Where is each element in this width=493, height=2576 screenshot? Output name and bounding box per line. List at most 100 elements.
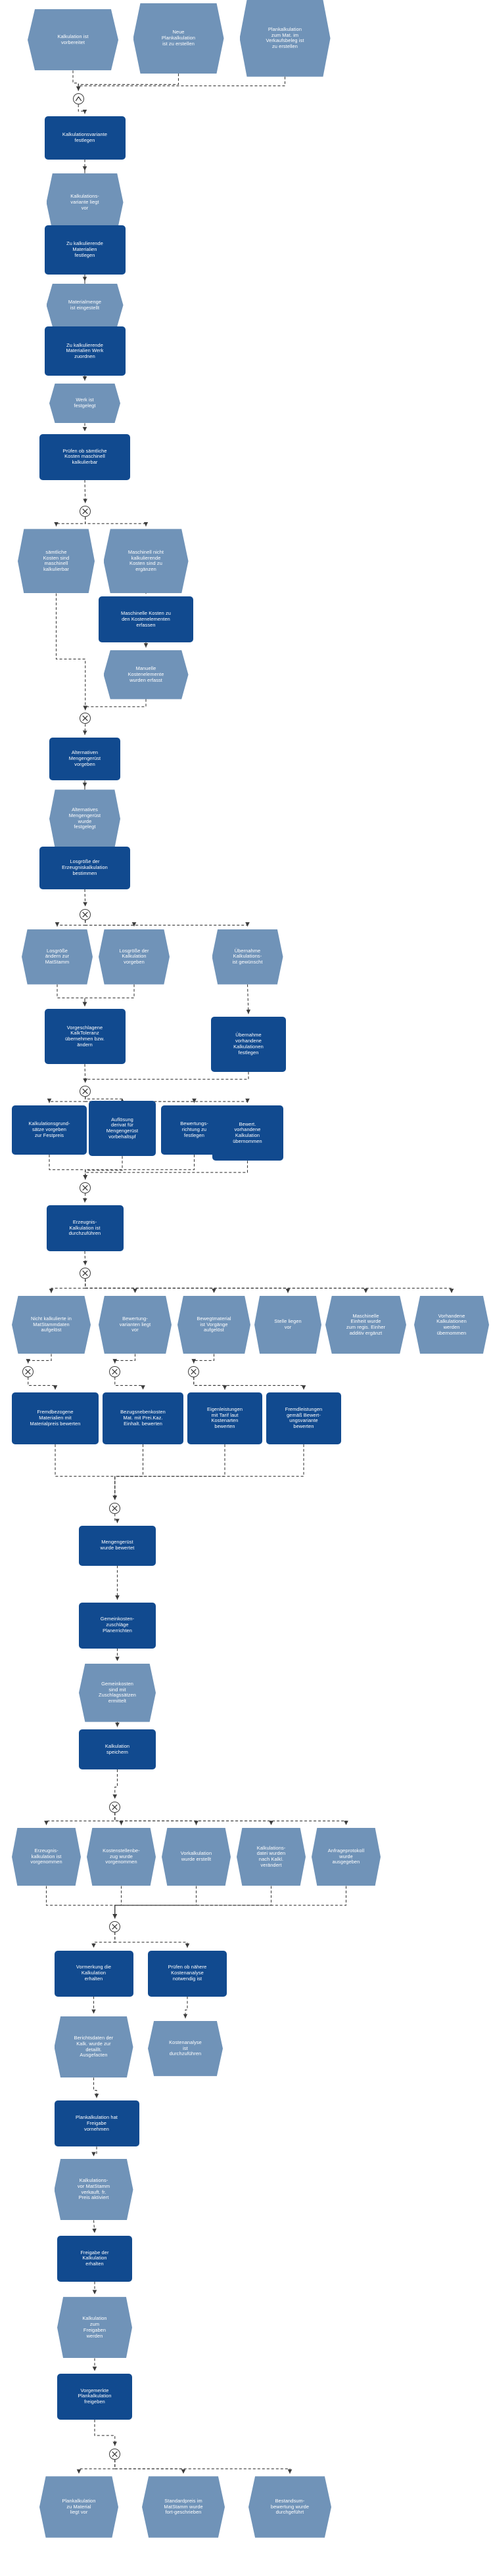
connector-edge bbox=[112, 1354, 136, 1364]
function-node[interactable]: Bezugsnebenkosten Mat. mit Prei.Kaz. Ein… bbox=[103, 1392, 183, 1445]
connector-edge bbox=[94, 2419, 118, 2446]
event-node[interactable]: Erzeugnis- kalkulation ist vorgenommen bbox=[12, 1827, 81, 1886]
connector-edge bbox=[183, 1996, 188, 2018]
function-node[interactable]: Gemeinkosten- zuschläge Planerrichten bbox=[79, 1602, 156, 1649]
operator-xor-icon bbox=[109, 1502, 121, 1514]
connector-edge bbox=[114, 1812, 199, 1825]
operator-xor-icon bbox=[22, 1366, 34, 1377]
operator-xor-icon bbox=[80, 1085, 91, 1097]
event-node[interactable]: Maschinelle Einheit wurde zum regis. Ein… bbox=[325, 1295, 406, 1354]
connector-edge bbox=[91, 2146, 97, 2157]
connector-edge bbox=[85, 1096, 125, 1103]
event-node[interactable]: Materialmenge ist eingestellt bbox=[46, 283, 124, 327]
connector-edge bbox=[85, 1279, 216, 1293]
connector-edge bbox=[28, 1377, 58, 1390]
function-node[interactable]: Alternativen Mengengerüst vorgeben bbox=[49, 737, 120, 781]
connector-edge bbox=[92, 2220, 97, 2233]
connector-edge bbox=[112, 1886, 122, 1919]
function-node[interactable]: Kalkulation speichern bbox=[79, 1729, 156, 1770]
function-node[interactable]: Übernahme vorhandene Kalkulationen festl… bbox=[211, 1016, 286, 1072]
connector-edge bbox=[85, 1279, 454, 1293]
function-node[interactable]: Vorgemerkte Plankalkulation freigeben bbox=[57, 2373, 132, 2420]
event-node[interactable]: Neue Plankalkulation ist zu erstellen bbox=[133, 3, 224, 74]
connector-edge bbox=[191, 1354, 215, 1364]
connector-edge bbox=[85, 1279, 368, 1293]
operator-xor-icon bbox=[109, 1801, 121, 1813]
function-node[interactable]: Eigenleistungen mit Tarif laut Kostenart… bbox=[187, 1392, 262, 1445]
function-node[interactable]: Maschinelle Kosten zu den Kostenelemente… bbox=[99, 596, 193, 643]
connector-edge bbox=[112, 1444, 225, 1500]
function-node[interactable]: Prüfen ob nähere Kostenanalyse notwendig… bbox=[148, 1950, 227, 1997]
event-node[interactable]: Plankalkulation zu Material liegt vor bbox=[39, 2476, 118, 2538]
function-node[interactable]: Vorgeschlagene KalkToleranz übernehmen b… bbox=[44, 1009, 126, 1065]
function-node[interactable]: Bewert. vorhandene Kalkulation übernomme… bbox=[212, 1105, 283, 1161]
event-node[interactable]: Standardpreis im MatStamm wurde fort-ges… bbox=[142, 2476, 225, 2538]
connector-edge bbox=[193, 1377, 306, 1390]
operator-xor-icon bbox=[109, 1366, 121, 1377]
event-node[interactable]: Kostenstellenbe- zug wurde vorgenommen bbox=[87, 1827, 156, 1886]
connector-edge bbox=[114, 2459, 186, 2474]
operator-xor-icon bbox=[80, 909, 91, 921]
event-node[interactable]: Plankalkulation zum Mat. im Verkaufsbele… bbox=[239, 0, 331, 77]
event-node[interactable]: Nicht kalkulierte in MatStammdaten aufge… bbox=[12, 1295, 91, 1354]
operator-xor-icon bbox=[80, 506, 91, 518]
event-node[interactable]: Losgröße der Kalkulation vorgeben bbox=[99, 929, 170, 985]
event-node[interactable]: Vorhandene Kalkulationen werden übernomm… bbox=[414, 1295, 489, 1354]
connector-edge bbox=[246, 984, 251, 1014]
event-node[interactable]: sämtliche Kosten sind maschinell kalkuli… bbox=[18, 529, 95, 594]
function-node[interactable]: Freigabe der Kalkulation erhalten bbox=[57, 2235, 132, 2282]
event-node[interactable]: Kalkulation ist vorbereitet bbox=[28, 9, 118, 71]
event-node[interactable]: Kalkulation zum Freigaben werden bbox=[57, 2297, 132, 2359]
connector-edge bbox=[114, 1932, 190, 1948]
event-node[interactable]: Kalkulations- datei wurden nach Kalkl. v… bbox=[237, 1827, 306, 1886]
function-node[interactable]: Losgröße der Erzeugniskalkulation bestim… bbox=[39, 846, 130, 890]
function-node[interactable]: Zu kalkulierende Materialien Werk zuordn… bbox=[44, 326, 126, 376]
connector-edge bbox=[85, 1279, 137, 1293]
function-node[interactable]: Fremdbezogene Materialien mit Materialpr… bbox=[12, 1392, 99, 1445]
operator-xor-icon bbox=[80, 1182, 91, 1193]
function-node[interactable]: Plankalkulation hat Freigabe vornehmen bbox=[54, 2100, 139, 2147]
event-node[interactable]: Gemeinkosten sind mit Zuschlagssätzen er… bbox=[79, 1663, 156, 1722]
function-node[interactable]: Mengengerüst wurde bewertet bbox=[79, 1525, 156, 1566]
connector-edge bbox=[112, 1444, 144, 1500]
connector-edge bbox=[54, 517, 86, 527]
event-node[interactable]: Maschinell nicht kalkulierende Kosten si… bbox=[103, 529, 189, 594]
connector-edge bbox=[112, 1886, 197, 1919]
connector-edge bbox=[114, 1812, 124, 1825]
event-node[interactable]: Anfrageprotokoll wurde ausgegeben bbox=[312, 1827, 381, 1886]
event-node[interactable]: Werk ist festgelegt bbox=[49, 383, 120, 424]
event-node[interactable]: Übernahme Kalkulations- ist gewünscht bbox=[212, 929, 283, 985]
event-node[interactable]: Bestandsum- bewertung wurde durchgeführt bbox=[248, 2476, 331, 2538]
function-node[interactable]: Fremdleistungen gemäß Bewert- ungsvarian… bbox=[266, 1392, 341, 1445]
connector-edge bbox=[49, 1154, 88, 1180]
event-node[interactable]: Losgröße ändern zur MatStamm bbox=[22, 929, 93, 985]
connector-edge bbox=[44, 1812, 116, 1825]
connector-edge bbox=[55, 1444, 118, 1500]
event-node[interactable]: Berichtsdaten der Kalk. wurde zur detail… bbox=[54, 2016, 133, 2078]
function-node[interactable]: Auflösung derivat für Mengengerüst vorbe… bbox=[89, 1101, 156, 1157]
connector-edge bbox=[112, 1769, 118, 1799]
event-node[interactable]: Vorkalkulation wurde erstellt bbox=[162, 1827, 231, 1886]
function-node[interactable]: Erzeugnis- Kalkulation ist durchzuführen bbox=[46, 1205, 124, 1251]
operator-xor-icon bbox=[109, 1921, 121, 1932]
connector-edge bbox=[114, 1513, 120, 1523]
event-node[interactable]: Kalkulations- vor MatStamm verkauft. fr.… bbox=[54, 2159, 133, 2221]
connector-edge bbox=[85, 517, 149, 527]
connector-edge bbox=[114, 1812, 273, 1825]
event-node[interactable]: Alternatives Mengengerüst wurde festgele… bbox=[49, 789, 120, 848]
connector-edge bbox=[47, 1096, 86, 1103]
function-node[interactable]: Zu kalkulierende Materialien festlegen bbox=[44, 225, 126, 275]
function-node[interactable]: Prüfen ob sämtliche Kosten maschinell ka… bbox=[39, 433, 130, 480]
function-node[interactable]: Vormerkung die Kalkulation erhalten bbox=[54, 1950, 133, 1997]
function-node[interactable]: Kalkulationsvariante festlegen bbox=[44, 116, 126, 160]
event-node[interactable]: Manuelle Kostenelemente wurden erfasst bbox=[103, 650, 189, 700]
operator-xor-icon bbox=[188, 1366, 200, 1377]
operator-xor-icon bbox=[80, 1268, 91, 1279]
operator-xor-icon bbox=[80, 713, 91, 724]
event-node[interactable]: Stelle liegen vor bbox=[254, 1295, 321, 1354]
function-node[interactable]: Kalkulationsgrund- sätze vorgeben zur Fe… bbox=[12, 1105, 87, 1155]
event-node[interactable]: Bewegtmaterial ist Vorgänge aufgelöst bbox=[177, 1295, 250, 1354]
event-node[interactable]: Bewertung- varianten liegt vor bbox=[99, 1295, 172, 1354]
event-node[interactable]: Kostenanalyse ist durchzuführen bbox=[148, 2020, 223, 2076]
event-node[interactable]: Kalkulations- variante liegt vor bbox=[46, 173, 124, 232]
